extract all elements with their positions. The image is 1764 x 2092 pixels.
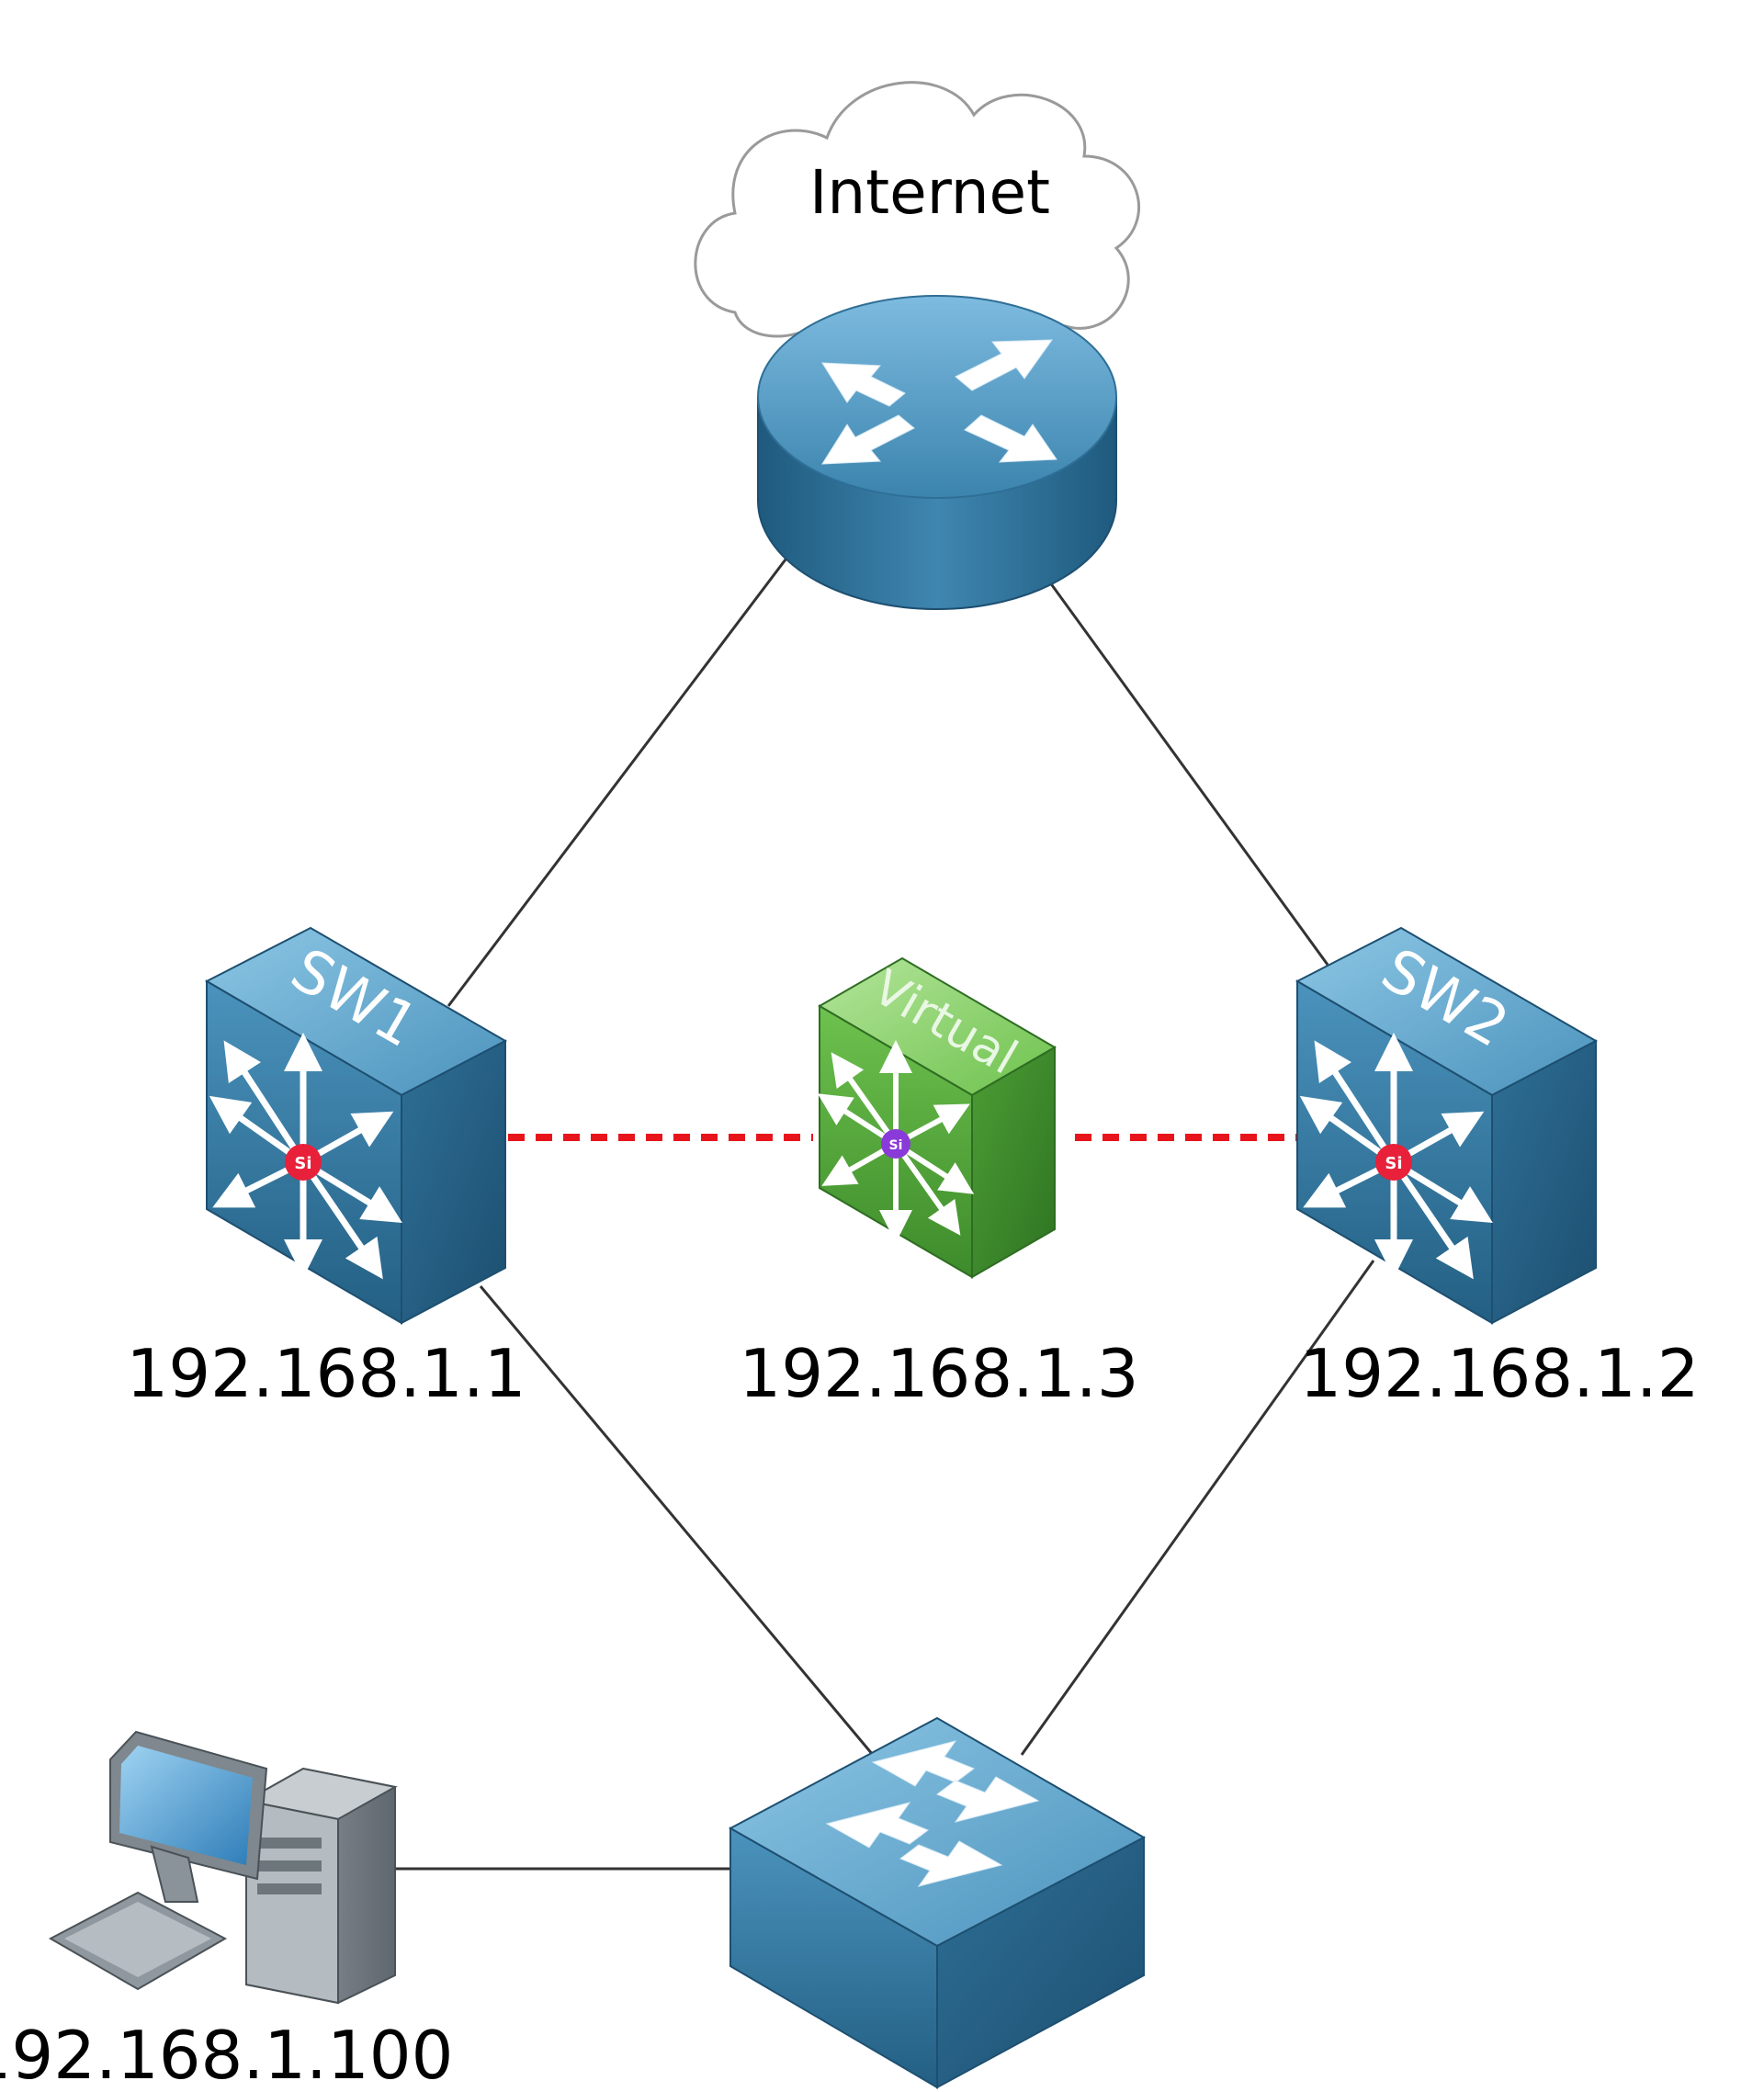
- sw2[interactable]: SW2 Si: [1295, 926, 1599, 1325]
- virtual-badge-icon: [881, 1129, 910, 1159]
- switch-icon: [825, 1740, 1040, 1887]
- virtual-badge: Si: [889, 1138, 903, 1153]
- sw1-ip: 192.168.1.1: [126, 1335, 526, 1412]
- sw2-badge: Si: [1385, 1154, 1402, 1173]
- link-sw2-access: [1020, 1260, 1375, 1756]
- router[interactable]: [757, 295, 1117, 610]
- computer-icon: [48, 1730, 398, 2005]
- internet-cloud: Internet: [694, 81, 1140, 363]
- router-icon: [821, 339, 1057, 465]
- virtual-ip: 192.168.1.3: [739, 1335, 1138, 1412]
- sw1-badge-icon: [285, 1144, 322, 1181]
- sw2-badge-icon: [1375, 1144, 1412, 1181]
- link-router-sw1: [447, 555, 790, 1007]
- link-sw1-access: [479, 1285, 875, 1756]
- internet-label: Internet: [809, 157, 1050, 228]
- pc[interactable]: [48, 1730, 398, 2005]
- sw1-badge: Si: [294, 1154, 311, 1173]
- link-router-sw2: [1046, 578, 1329, 966]
- access-switch[interactable]: [728, 1716, 1147, 2089]
- links: [395, 555, 1375, 1871]
- virtual-router[interactable]: Virtual Si: [817, 956, 1057, 1279]
- sw1[interactable]: SW1 Si: [204, 926, 508, 1325]
- pc-ip: 192.168.1.100: [0, 2017, 453, 2092]
- sw2-ip: 192.168.1.2: [1299, 1335, 1699, 1412]
